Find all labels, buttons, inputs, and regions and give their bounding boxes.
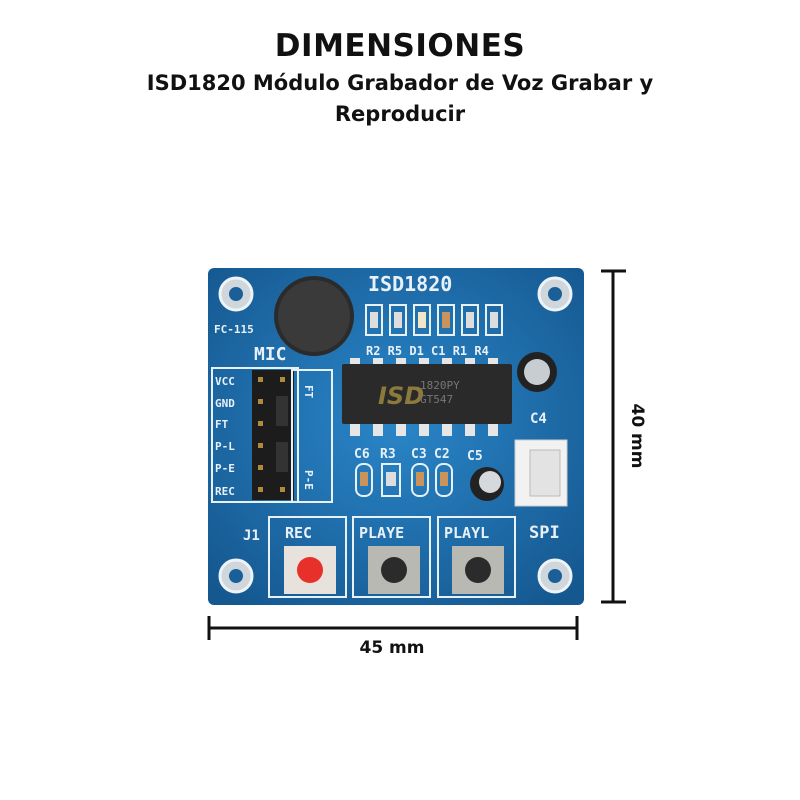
c3-label: C3 (411, 447, 427, 462)
j1-label: J1 (243, 528, 260, 544)
jumper-ft-label: FT (302, 385, 315, 399)
subtitle-line-2: Reproducir (334, 102, 466, 126)
smd-components-top (365, 304, 503, 336)
isd1820-chip: ISD 1820PY GT547 (342, 358, 512, 436)
height-label: 40 mm (627, 403, 647, 468)
product-subtitle: ISD1820 Módulo Grabador de Voz Grabar y … (0, 68, 800, 130)
pin-pl: P-L (215, 440, 235, 453)
button-rec[interactable]: REC (268, 516, 347, 598)
ic-line-2: GT547 (420, 393, 453, 406)
width-label: 45 mm (359, 638, 424, 658)
smd-components-bottom (355, 463, 453, 497)
ic-brand: ISD (378, 382, 424, 410)
ic-line-1: 1820PY (420, 379, 460, 392)
button-playe[interactable]: PLAYE (352, 516, 431, 598)
c2-label: C2 (434, 447, 450, 462)
spi-connector (514, 439, 568, 507)
button-rec-label: REC (285, 524, 312, 542)
chip-label: ISD1820 (368, 272, 452, 296)
subtitle-line-1: ISD1820 Módulo Grabador de Voz Grabar y (146, 71, 654, 95)
pin-header (252, 370, 294, 500)
spi-label: SPI (529, 523, 560, 543)
page-title: DIMENSIONES (274, 28, 526, 64)
c4-label: C4 (530, 411, 547, 427)
model-label: FC-115 (214, 323, 254, 336)
button-playe-label: PLAYE (359, 524, 404, 542)
height-dimension-line (601, 269, 626, 604)
pin-ft: FT (215, 418, 229, 431)
pin-vcc: VCC (215, 375, 235, 388)
c6-label: C6 (354, 447, 370, 462)
mic-label: MIC (254, 344, 287, 365)
microphone (274, 276, 354, 356)
r3-label: R3 (380, 447, 396, 462)
top-components-label: R2 R5 D1 C1 R1 R4 (366, 344, 489, 358)
width-dimension-line (207, 616, 579, 640)
pin-rec: REC (215, 485, 235, 498)
button-playl[interactable]: PLAYL (437, 516, 516, 598)
capacitor-c5 (470, 467, 504, 501)
pin-gnd: GND (215, 397, 235, 410)
pin-pe: P-E (215, 462, 235, 475)
c5-label: C5 (467, 449, 483, 464)
jumper-pe-label: P-E (302, 470, 315, 490)
pin-labels: VCC GND FT P-L P-E REC (215, 375, 235, 498)
button-playl-label: PLAYL (444, 524, 489, 542)
capacitor-c4 (517, 352, 557, 392)
